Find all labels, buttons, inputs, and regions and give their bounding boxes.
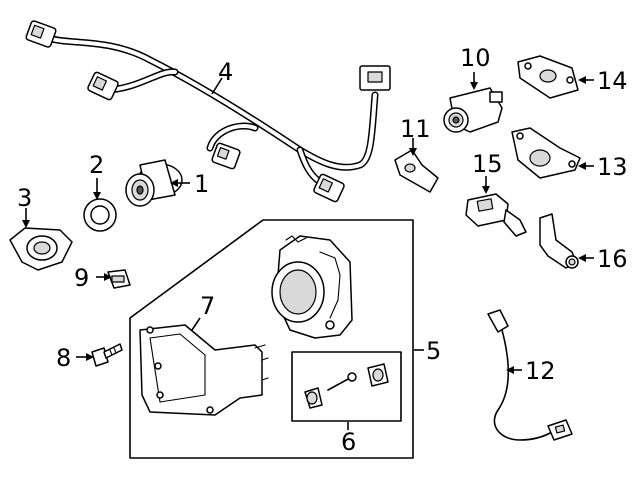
- clip-icon: [107, 269, 131, 289]
- callout-7: 7: [200, 292, 215, 320]
- callout-13: 13: [597, 153, 628, 181]
- callout-11: 11: [400, 115, 431, 143]
- camera-icon: [443, 87, 503, 133]
- callout-8: 8: [56, 344, 71, 372]
- camera-mount-icon: [511, 127, 581, 179]
- callout-15: 15: [472, 150, 503, 178]
- callout-16: 16: [597, 245, 628, 273]
- sensor-bracket-icon: [9, 227, 73, 271]
- sensor-assembly-icon: [125, 159, 183, 207]
- retainer-pin-icon: [327, 372, 357, 391]
- connector-icon: [465, 193, 527, 237]
- harness-connector-top-left: [25, 20, 57, 48]
- harness-connector-right: [359, 65, 391, 91]
- bolt-icon: [91, 343, 123, 367]
- callout-6: 6: [341, 428, 356, 456]
- grommet-icon: [367, 363, 389, 387]
- mounting-bracket-icon: [139, 324, 269, 416]
- callout-9: 9: [74, 264, 89, 292]
- camera-cover-icon: [517, 55, 579, 99]
- sensor-ring-icon: [83, 198, 117, 232]
- radar-module-kit-box: 7 6: [129, 219, 414, 459]
- camera-bracket-icon: [394, 149, 439, 193]
- callout-5: 5: [426, 337, 441, 365]
- hardware-kit-box: [291, 351, 402, 422]
- harness-connector-bottom: [313, 173, 345, 203]
- harness-connector-center: [211, 142, 241, 170]
- callout-2: 2: [89, 151, 104, 179]
- harness-connector-mid-left: [87, 71, 119, 101]
- callout-14: 14: [597, 67, 628, 95]
- callout-1: 1: [194, 170, 209, 198]
- harness-bracket-icon: [539, 213, 579, 269]
- wiring-harness-icon: [25, 20, 391, 203]
- push-pin-icon: [304, 387, 323, 409]
- callout-3: 3: [17, 184, 32, 212]
- callout-4: 4: [218, 58, 233, 86]
- callout-10: 10: [460, 44, 491, 72]
- callout-12: 12: [525, 357, 556, 385]
- camera-cable-icon: [487, 309, 573, 441]
- radar-module-icon: [271, 235, 353, 339]
